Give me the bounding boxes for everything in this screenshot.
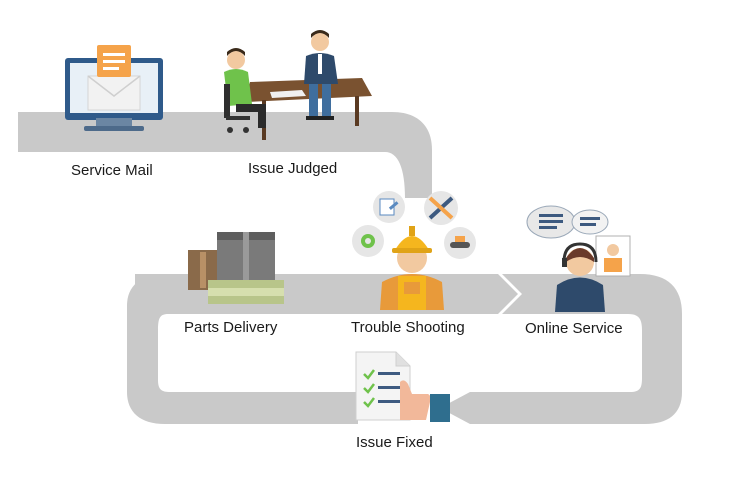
track-top-band [18, 112, 432, 198]
label-issue-judged: Issue Judged [248, 160, 338, 177]
trouble-shooting-icon [352, 191, 476, 310]
label-online-service: Online Service [525, 320, 623, 337]
track-right-loop [440, 274, 682, 424]
label-trouble-shooting: Trouble Shooting [351, 319, 465, 336]
online-service-icon [526, 205, 631, 312]
track-left-loop [127, 274, 358, 424]
label-issue-fixed: Issue Fixed [356, 434, 433, 451]
issue-fixed-icon [355, 351, 450, 422]
flow-track [18, 112, 682, 424]
label-parts-delivery: Parts Delivery [184, 319, 278, 336]
label-service-mail: Service Mail [71, 162, 153, 179]
issue-judged-icon [224, 30, 372, 140]
service-mail-icon [65, 45, 163, 131]
parts-delivery-icon [188, 232, 284, 304]
